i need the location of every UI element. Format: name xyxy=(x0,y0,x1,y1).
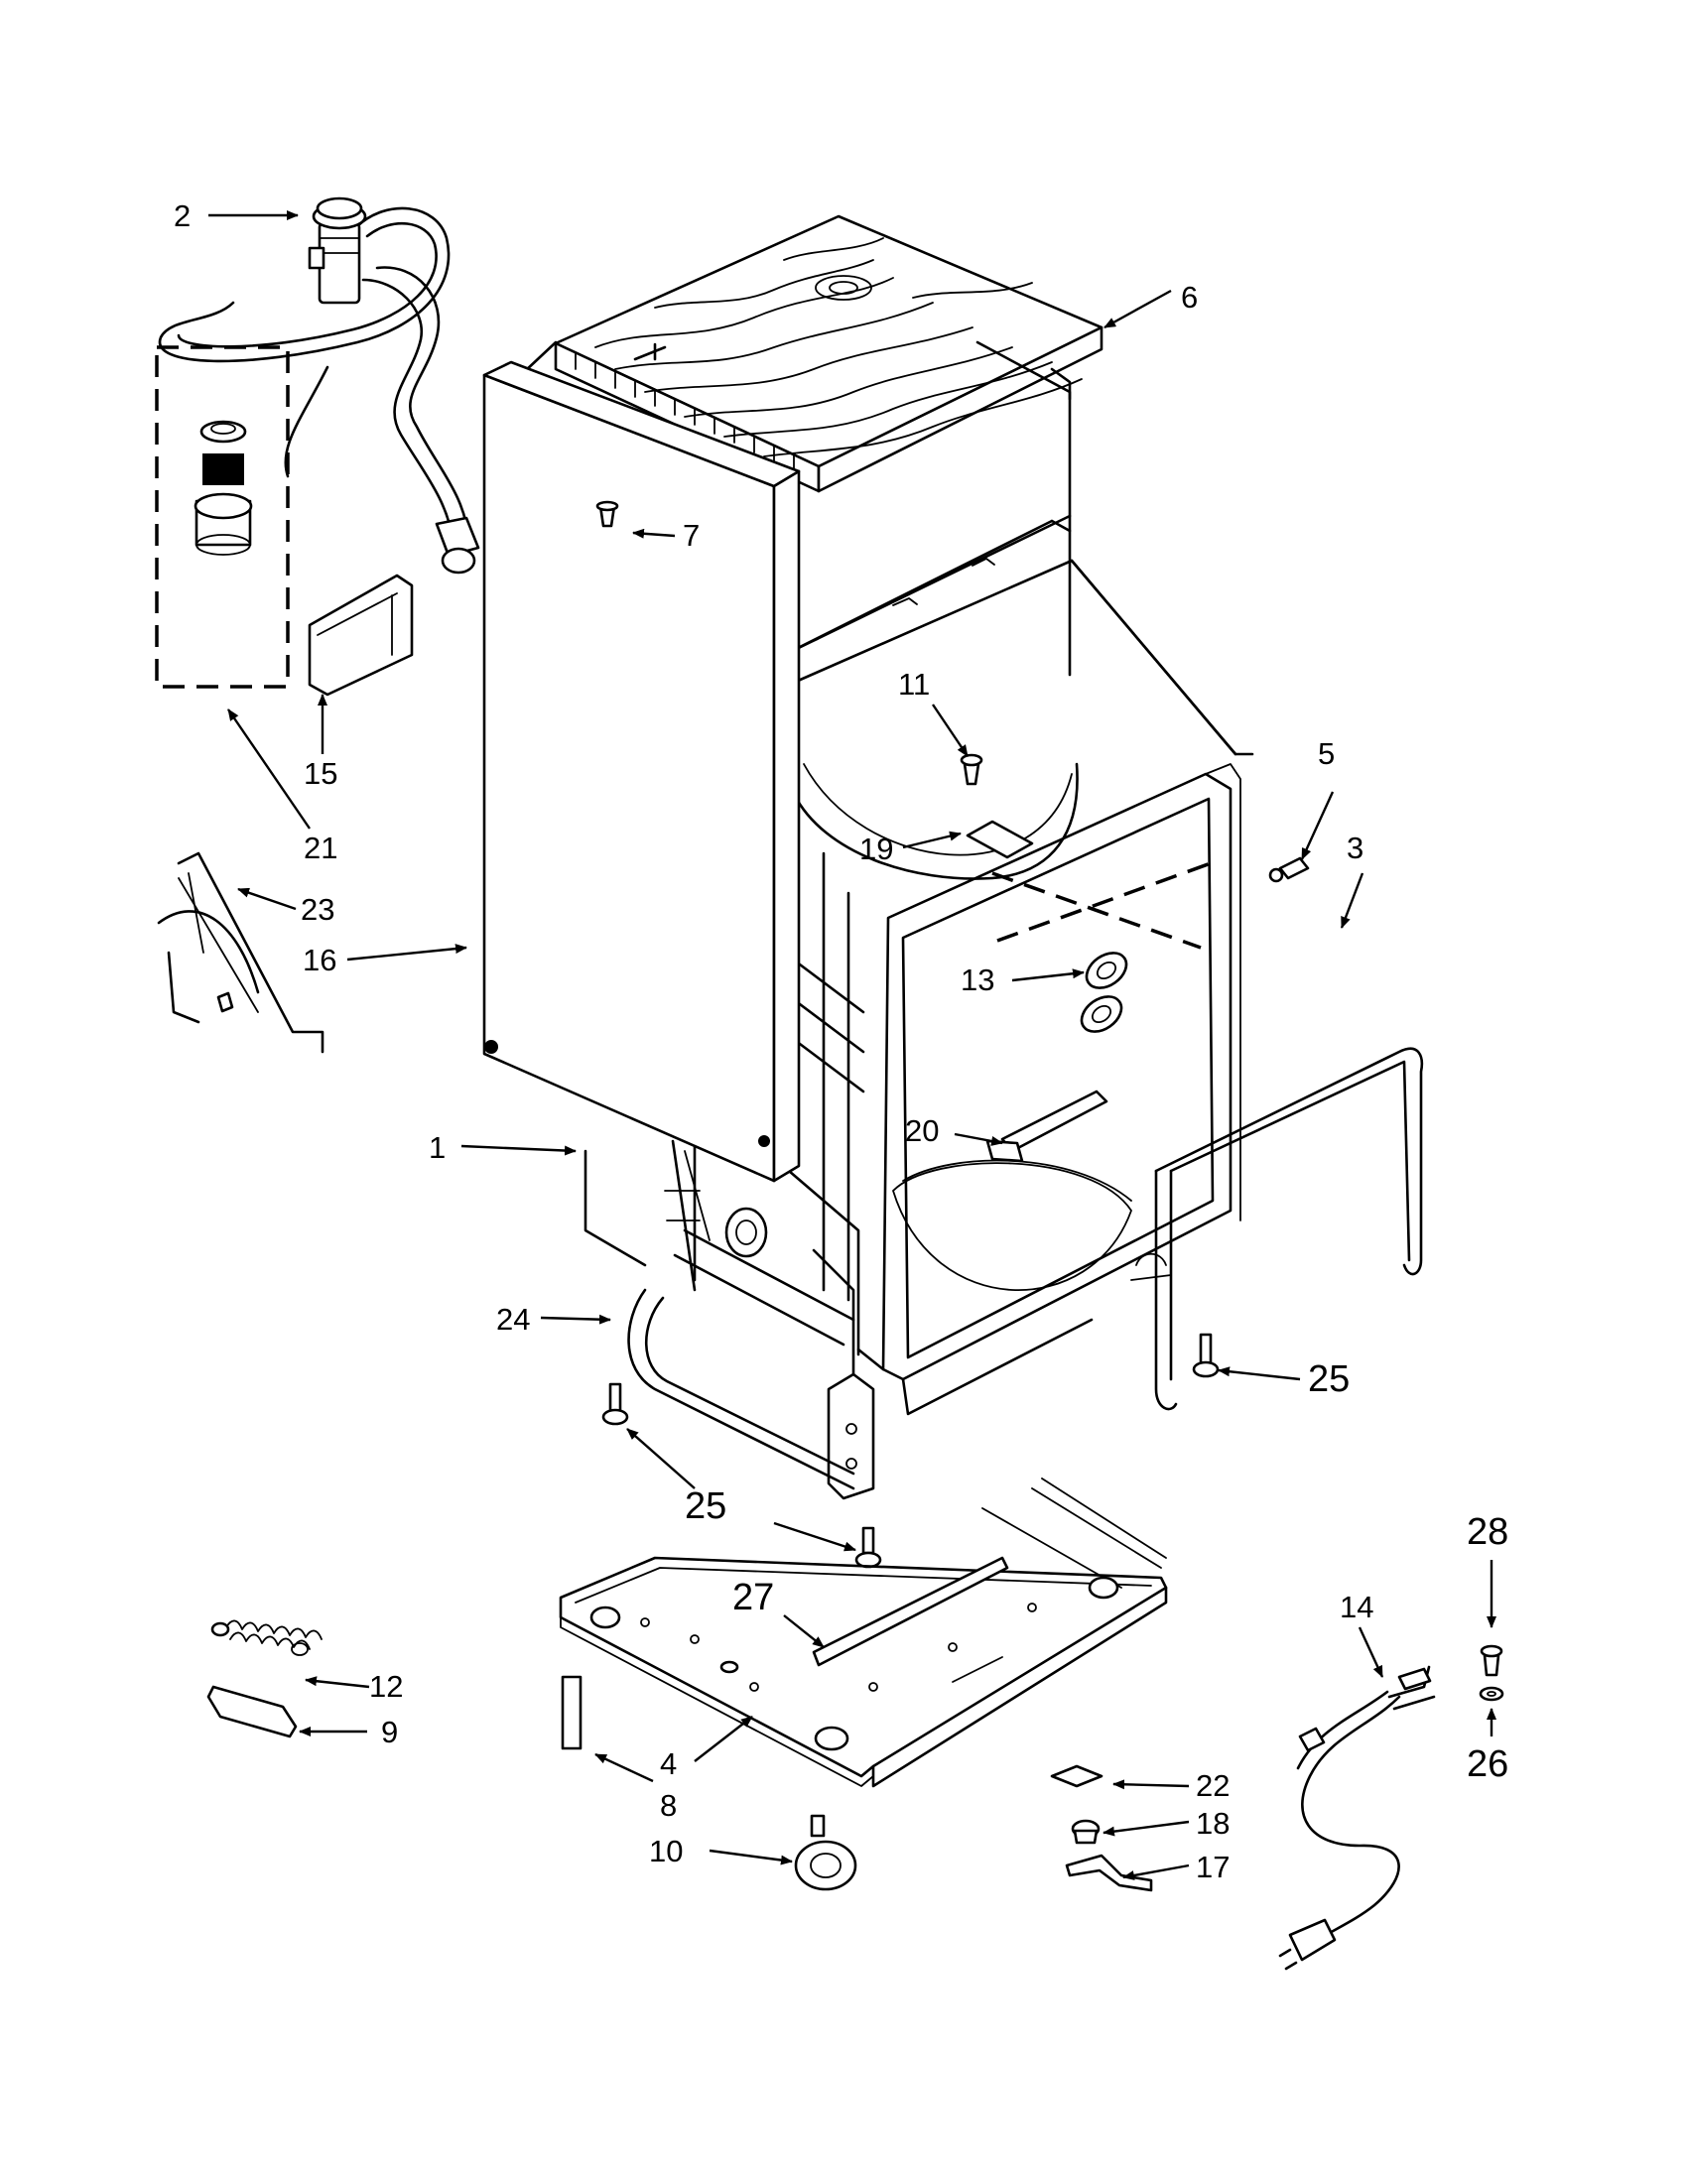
leader-arrows xyxy=(208,210,1496,1880)
callout-6: 6 xyxy=(1181,280,1198,315)
callout-20: 20 xyxy=(905,1113,939,1148)
callout-10: 10 xyxy=(649,1834,683,1868)
part-22-label xyxy=(1050,1764,1103,1788)
callout-28: 28 xyxy=(1467,1511,1508,1553)
callout-13: 13 xyxy=(961,963,994,997)
callout-15: 15 xyxy=(304,756,337,791)
callout-3: 3 xyxy=(1347,831,1363,865)
part-25-leveling-leg xyxy=(601,1382,629,1426)
part-7-screw xyxy=(595,500,619,528)
callout-22: 22 xyxy=(1196,1768,1230,1803)
part-9-pad xyxy=(206,1685,298,1738)
callout-1: 1 xyxy=(429,1130,446,1165)
callout-21: 21 xyxy=(304,831,337,865)
callout-16: 16 xyxy=(303,943,336,977)
callout-labels: 2 6 7 11 19 5 3 13 20 15 21 23 16 1 24 2… xyxy=(174,198,1508,1884)
callout-26: 26 xyxy=(1467,1743,1508,1785)
part-2-inlet-hose-assembly xyxy=(158,196,480,575)
part-15-bracket xyxy=(308,574,414,697)
part-14-power-cord xyxy=(1278,1665,1436,1971)
part-12-spring xyxy=(210,1619,323,1656)
part-3-door-gasket xyxy=(1154,1047,1424,1411)
part-26-washer xyxy=(1479,1686,1504,1702)
callout-11: 11 xyxy=(898,667,930,702)
inlet-valve-body xyxy=(308,196,367,305)
part-10-caster-wheel xyxy=(794,1814,857,1891)
callout-4: 4 xyxy=(660,1746,677,1781)
part-18-thermostat xyxy=(1071,1819,1101,1845)
part-25-leveling-leg xyxy=(1192,1333,1220,1378)
callout-19: 19 xyxy=(859,832,893,866)
callout-18: 18 xyxy=(1196,1806,1230,1841)
dashed-guide-line xyxy=(991,871,1202,950)
callout-12: 12 xyxy=(369,1669,403,1704)
part-21-fitting-kit xyxy=(155,345,290,689)
part-20-strike xyxy=(985,1090,1108,1163)
callout-25-right: 25 xyxy=(1308,1358,1350,1400)
part-11-screw xyxy=(960,753,983,786)
callout-2: 2 xyxy=(174,198,191,233)
part-8-strip xyxy=(561,1675,583,1750)
part-5-screw xyxy=(1268,856,1310,883)
callout-7: 7 xyxy=(683,518,700,553)
part-17-bracket xyxy=(1065,1854,1153,1892)
part-19-clip xyxy=(966,820,1034,859)
part-23-mount-bracket xyxy=(157,851,324,1054)
part-25-leveling-leg xyxy=(854,1526,882,1569)
callout-23: 23 xyxy=(301,892,334,927)
callout-24: 24 xyxy=(496,1302,530,1337)
callout-5: 5 xyxy=(1318,736,1335,771)
part-13-roller-pair xyxy=(1080,952,1128,1033)
callout-9: 9 xyxy=(381,1715,398,1749)
part-24-lower-seal xyxy=(627,1288,855,1490)
callout-14: 14 xyxy=(1340,1590,1373,1624)
part-16-side-panel xyxy=(482,360,801,1183)
part-28-screw xyxy=(1480,1644,1503,1677)
dashed-guide-line xyxy=(996,861,1212,943)
callout-27: 27 xyxy=(732,1577,774,1618)
part-27-base-rail xyxy=(812,1556,1009,1683)
part-4-base-frame xyxy=(559,1477,1168,1788)
callout-8: 8 xyxy=(660,1788,677,1823)
callout-17: 17 xyxy=(1196,1850,1230,1884)
callout-25-left: 25 xyxy=(685,1485,726,1527)
